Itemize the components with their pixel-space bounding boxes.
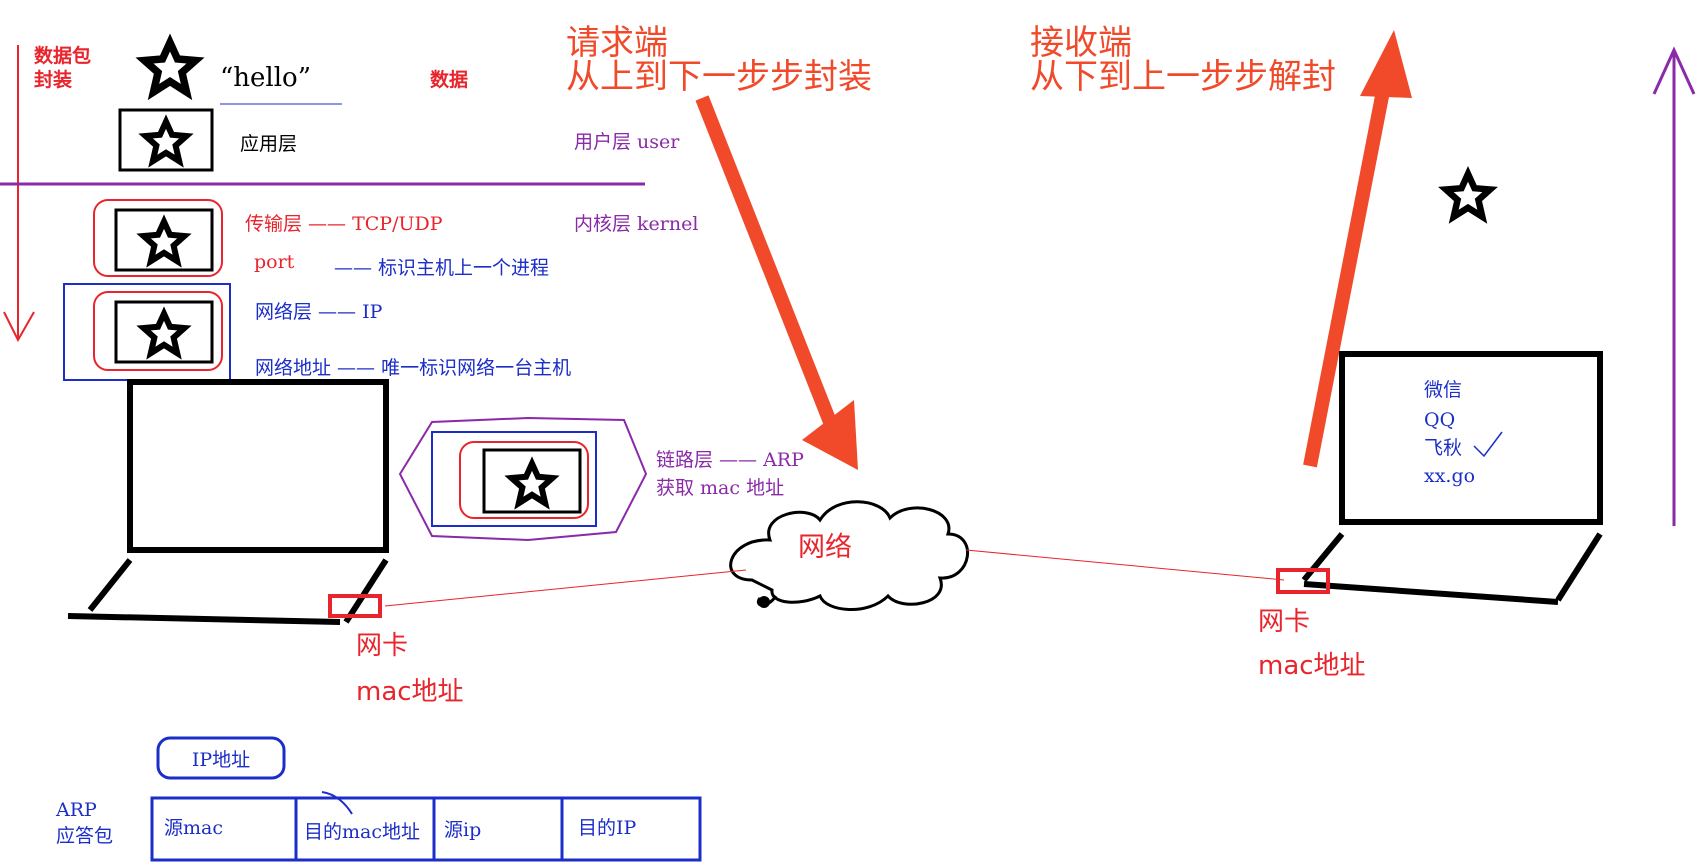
data-star-icon (145, 43, 196, 93)
link-layer-hexagon (398, 416, 648, 542)
transport-layer-label: 传输层 —— TCP/UDP (245, 213, 443, 235)
left-nic (328, 594, 382, 618)
request-side-subtitle: 从上到下一步步封装 (566, 57, 872, 97)
checkmark-icon (1473, 431, 1503, 458)
arp-reply-label: ARP 应答包 (55, 799, 113, 847)
packet-encapsulation-label: 数据包 封装 (34, 44, 98, 91)
left-mac-label: mac地址 (356, 677, 464, 707)
received-star-icon (1446, 174, 1490, 217)
arp-packet-table: 源mac 目的mac地址 源ip 目的IP (150, 791, 702, 862)
receive-side-subtitle: 从下到上一步步解封 (1030, 57, 1336, 97)
left-nic-label: 网卡 (356, 631, 408, 661)
get-mac-label: 获取 mac 地址 (656, 477, 784, 499)
left-link-line (384, 569, 747, 607)
port-description: —— 标识主机上一个进程 (334, 257, 549, 279)
request-side-title: 请求端 (566, 23, 668, 63)
app-star-icon (146, 122, 187, 162)
left-laptop (67, 379, 389, 625)
ip-address-tag (156, 736, 286, 780)
receive-side-title: 接收端 (1030, 23, 1132, 63)
right-nic-label: 网卡 (1258, 607, 1310, 637)
receive-arrow (1303, 30, 1412, 468)
right-nic (1276, 568, 1330, 594)
arp-field: 目的IP (578, 817, 637, 839)
transport-layer-outline (93, 199, 223, 277)
app-layer-label: 应用层 (240, 133, 297, 155)
transport-star-icon (144, 222, 185, 262)
network-address-label: 网络地址 —— 唯一标识网络一台主机 (255, 357, 571, 379)
app-item: QQ (1424, 409, 1455, 431)
network-layer-red-outline (93, 291, 223, 371)
network-layer-label: 网络层 —— IP (255, 301, 383, 323)
network-layer-box (114, 300, 214, 364)
arp-field: 源mac (164, 817, 223, 839)
network-cloud-label: 网络 (798, 532, 852, 563)
link-layer-red-box (459, 441, 589, 519)
hello-text: “hello” (220, 63, 311, 93)
arp-field: 目的mac地址 (304, 821, 420, 843)
right-laptop (1301, 351, 1603, 605)
right-mac-label: mac地址 (1258, 651, 1366, 681)
link-layer-blue-box (431, 431, 597, 527)
arp-field: 源ip (444, 819, 481, 841)
link-layer-box (482, 448, 582, 514)
right-app-list: 微信 QQ 飞秋 xx.go (1424, 379, 1503, 487)
app-item: xx.go (1424, 465, 1475, 487)
transport-layer-box (114, 208, 214, 272)
network-cloud-icon (729, 500, 970, 611)
link-star-icon (512, 464, 553, 504)
user-layer-label: 用户层 user (574, 131, 680, 153)
decapsulation-up-arrow (1652, 46, 1696, 526)
network-star-icon (144, 314, 185, 354)
app-layer-box (118, 108, 214, 172)
kernel-layer-label: 内核层 kernel (574, 213, 698, 235)
port-label: port (254, 251, 295, 273)
link-layer-label: 链路层 —— ARP (656, 449, 804, 471)
data-label: 数据 (430, 68, 468, 91)
request-arrow (695, 95, 858, 470)
app-item: 微信 (1424, 379, 1462, 401)
ip-address-tag-label: IP地址 (192, 749, 250, 771)
encapsulation-down-arrow (3, 45, 35, 343)
app-item: 飞秋 (1424, 437, 1462, 459)
right-link-line (965, 549, 1285, 581)
